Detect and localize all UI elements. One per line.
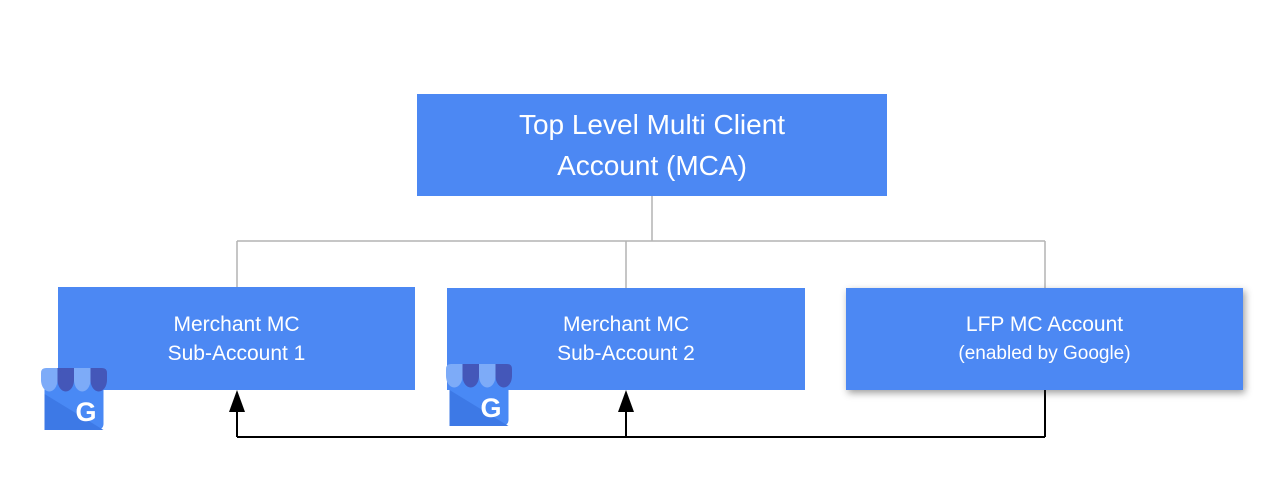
google-g-letter: G bbox=[480, 393, 501, 423]
storefront-awning bbox=[446, 364, 512, 388]
storefront-awning bbox=[41, 368, 107, 392]
tree-connector bbox=[236, 196, 1046, 288]
awning-scallop-dark bbox=[57, 368, 74, 392]
google-business-icon-2: G bbox=[446, 364, 512, 426]
awning-scallop-light bbox=[446, 364, 463, 388]
awning-scallop-light bbox=[41, 368, 58, 392]
awning-scallop-light bbox=[74, 368, 91, 392]
storefront-body-shade bbox=[449, 390, 509, 426]
awning-scallop-dark bbox=[90, 368, 107, 392]
google-g-letter: G bbox=[75, 397, 96, 427]
node-merchant-sub-account-1: Merchant MC Sub-Account 1 bbox=[58, 287, 415, 390]
awning-scallop-dark bbox=[495, 364, 512, 388]
node-lfp-mc-account-line1: LFP MC Account bbox=[965, 313, 1124, 336]
google-business-icon-1: G bbox=[41, 368, 107, 430]
node-merchant-sub-account-2-line1: Merchant MC bbox=[562, 313, 690, 336]
awning-scallop-dark bbox=[462, 364, 479, 388]
arrowhead-up-sub1 bbox=[229, 390, 245, 412]
feed-arrows bbox=[229, 390, 1046, 438]
node-merchant-sub-account-2-line2: Sub-Account 2 bbox=[557, 342, 695, 365]
arrowhead-up-sub2 bbox=[618, 390, 634, 412]
storefront-body-shade bbox=[44, 394, 104, 430]
node-top-level-mca-line1: Top Level Multi Client bbox=[518, 109, 786, 140]
node-lfp-mc-account-line2: (enabled by Google) bbox=[958, 343, 1131, 364]
node-lfp-mc-account: LFP MC Account (enabled by Google) bbox=[846, 288, 1243, 390]
awning-scallop-light bbox=[479, 364, 496, 388]
node-merchant-sub-account-1-line1: Merchant MC bbox=[173, 312, 300, 336]
node-top-level-mca-line2: Account (MCA) bbox=[557, 150, 747, 181]
node-top-level-mca: Top Level Multi Client Account (MCA) bbox=[417, 94, 887, 196]
node-merchant-sub-account-1-line2: Sub-Account 1 bbox=[167, 341, 306, 365]
